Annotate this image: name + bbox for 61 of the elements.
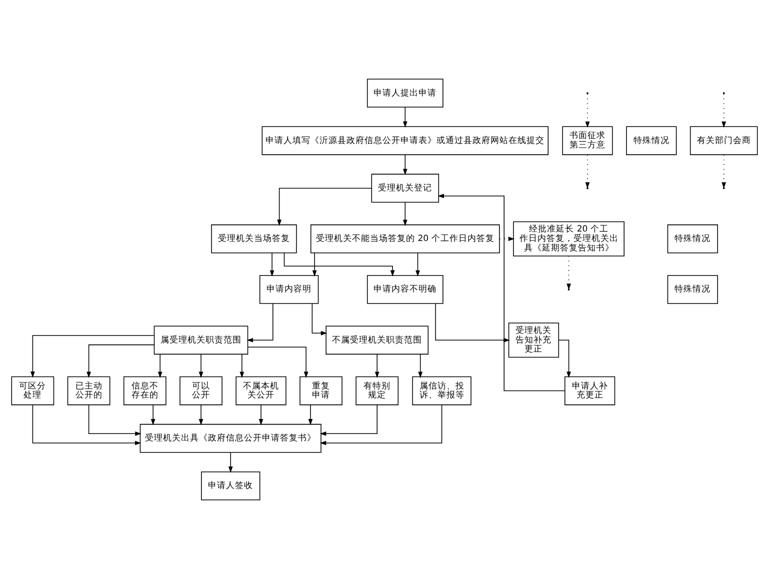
arrow xyxy=(88,404,142,436)
node-box: 申请人填写《沂源县政府信息公开申请表》或通过县政府网站在线提交 xyxy=(262,126,549,156)
node-box: 申请人签收 xyxy=(201,471,260,500)
arrow xyxy=(312,252,317,277)
node-box: 信息不存在的 xyxy=(123,376,166,406)
node-box: 申请人补充更正 xyxy=(564,376,616,406)
arrow xyxy=(402,107,408,128)
arrow xyxy=(585,94,590,128)
arrow xyxy=(320,404,442,446)
arrow xyxy=(198,354,204,378)
node-box: 已主动公开的 xyxy=(67,376,110,406)
node-box: 申请内容不明确 xyxy=(366,275,444,304)
arrow xyxy=(228,452,233,473)
arrow xyxy=(270,252,274,277)
node-box: 属信访、投诉、举报等 xyxy=(412,376,472,406)
arrow xyxy=(32,404,142,446)
arrow xyxy=(198,404,204,426)
arrow xyxy=(284,252,395,277)
arrow xyxy=(558,340,571,378)
arrow xyxy=(86,344,154,378)
node-box: 受理机关当场答复 xyxy=(211,224,297,254)
arrow xyxy=(416,252,420,277)
arrow xyxy=(418,354,423,378)
node-box: 受理机关登记 xyxy=(371,174,440,203)
arrow xyxy=(150,404,156,426)
node-box: 受理机关不能当场答复的 20 个工作日内答复 xyxy=(310,224,500,254)
arrow xyxy=(402,202,408,226)
arrow xyxy=(402,154,408,176)
node-box: 重复申请 xyxy=(300,376,342,406)
node-box: 可以公开 xyxy=(180,376,222,406)
node-box: 受理机关出具《政府信息公开申请答复书》 xyxy=(140,424,322,453)
arrow xyxy=(585,154,590,189)
arrow xyxy=(246,303,274,342)
arrow xyxy=(248,346,308,378)
node-box: 有关部门会商 xyxy=(690,126,758,156)
node-box: 受理机关告知补充更正 xyxy=(508,322,560,358)
arrow xyxy=(240,354,244,378)
node-box: 申请人提出申请 xyxy=(366,78,444,108)
arrow xyxy=(30,335,154,378)
arrow xyxy=(722,94,726,128)
node-box: 不属受理机关职责范围 xyxy=(326,326,429,355)
node-box: 特殊情况 xyxy=(667,275,718,304)
arrow xyxy=(499,236,515,242)
arrow xyxy=(258,404,264,426)
node-box: 书面征求第三方意 xyxy=(562,126,613,156)
arrow xyxy=(158,354,162,378)
node-box: 特殊情况 xyxy=(626,126,677,156)
arrow xyxy=(312,303,328,336)
node-box: 申请内容明 xyxy=(259,275,319,304)
arrow xyxy=(320,404,378,436)
arrow xyxy=(438,194,566,392)
node-box: 经批准延长 20 个工作日内答复，受理机关出具《延期答复告知书》 xyxy=(513,221,624,256)
arrow xyxy=(374,354,380,378)
node-box: 可区分处理 xyxy=(11,376,54,406)
node-box: 属受理机关职责范围 xyxy=(154,326,248,355)
node-box: 有特别规定 xyxy=(356,376,399,406)
node-box: 不属本机关公开 xyxy=(236,376,286,406)
node-box: 特殊情况 xyxy=(667,224,718,254)
arrow xyxy=(566,256,571,290)
arrow xyxy=(308,404,313,426)
arrow xyxy=(277,188,372,226)
